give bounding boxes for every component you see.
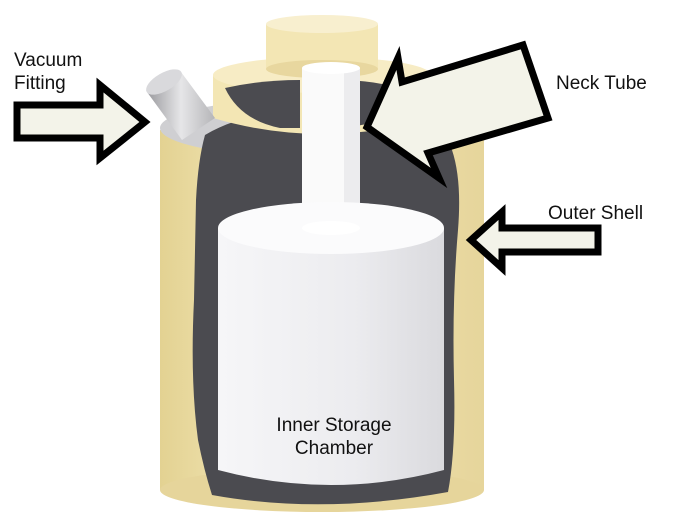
outer-shell-label: Outer Shell	[548, 203, 644, 224]
vacuum-fitting	[146, 69, 215, 140]
vacuum-fitting-label: Vacuum Fitting	[14, 49, 82, 95]
vacuum-fitting-label-line1: Vacuum	[14, 50, 83, 71]
outer-shell-arrow	[465, 204, 602, 276]
inner-storage-chamber-label: Inner Storage Chamber	[244, 414, 424, 460]
vacuum-fitting-label-line2: Fitting	[14, 73, 66, 94]
inner-storage-chamber	[218, 202, 444, 485]
vacuum-fitting-arrow	[13, 77, 151, 166]
neck-tube	[302, 62, 360, 228]
neck-tube-label: Neck Tube	[556, 73, 647, 94]
inner-storage-chamber-label-line2: Chamber	[294, 438, 374, 459]
neck-tube-arrow	[362, 40, 553, 189]
inner-storage-chamber-label-line1: Inner Storage	[276, 415, 392, 436]
